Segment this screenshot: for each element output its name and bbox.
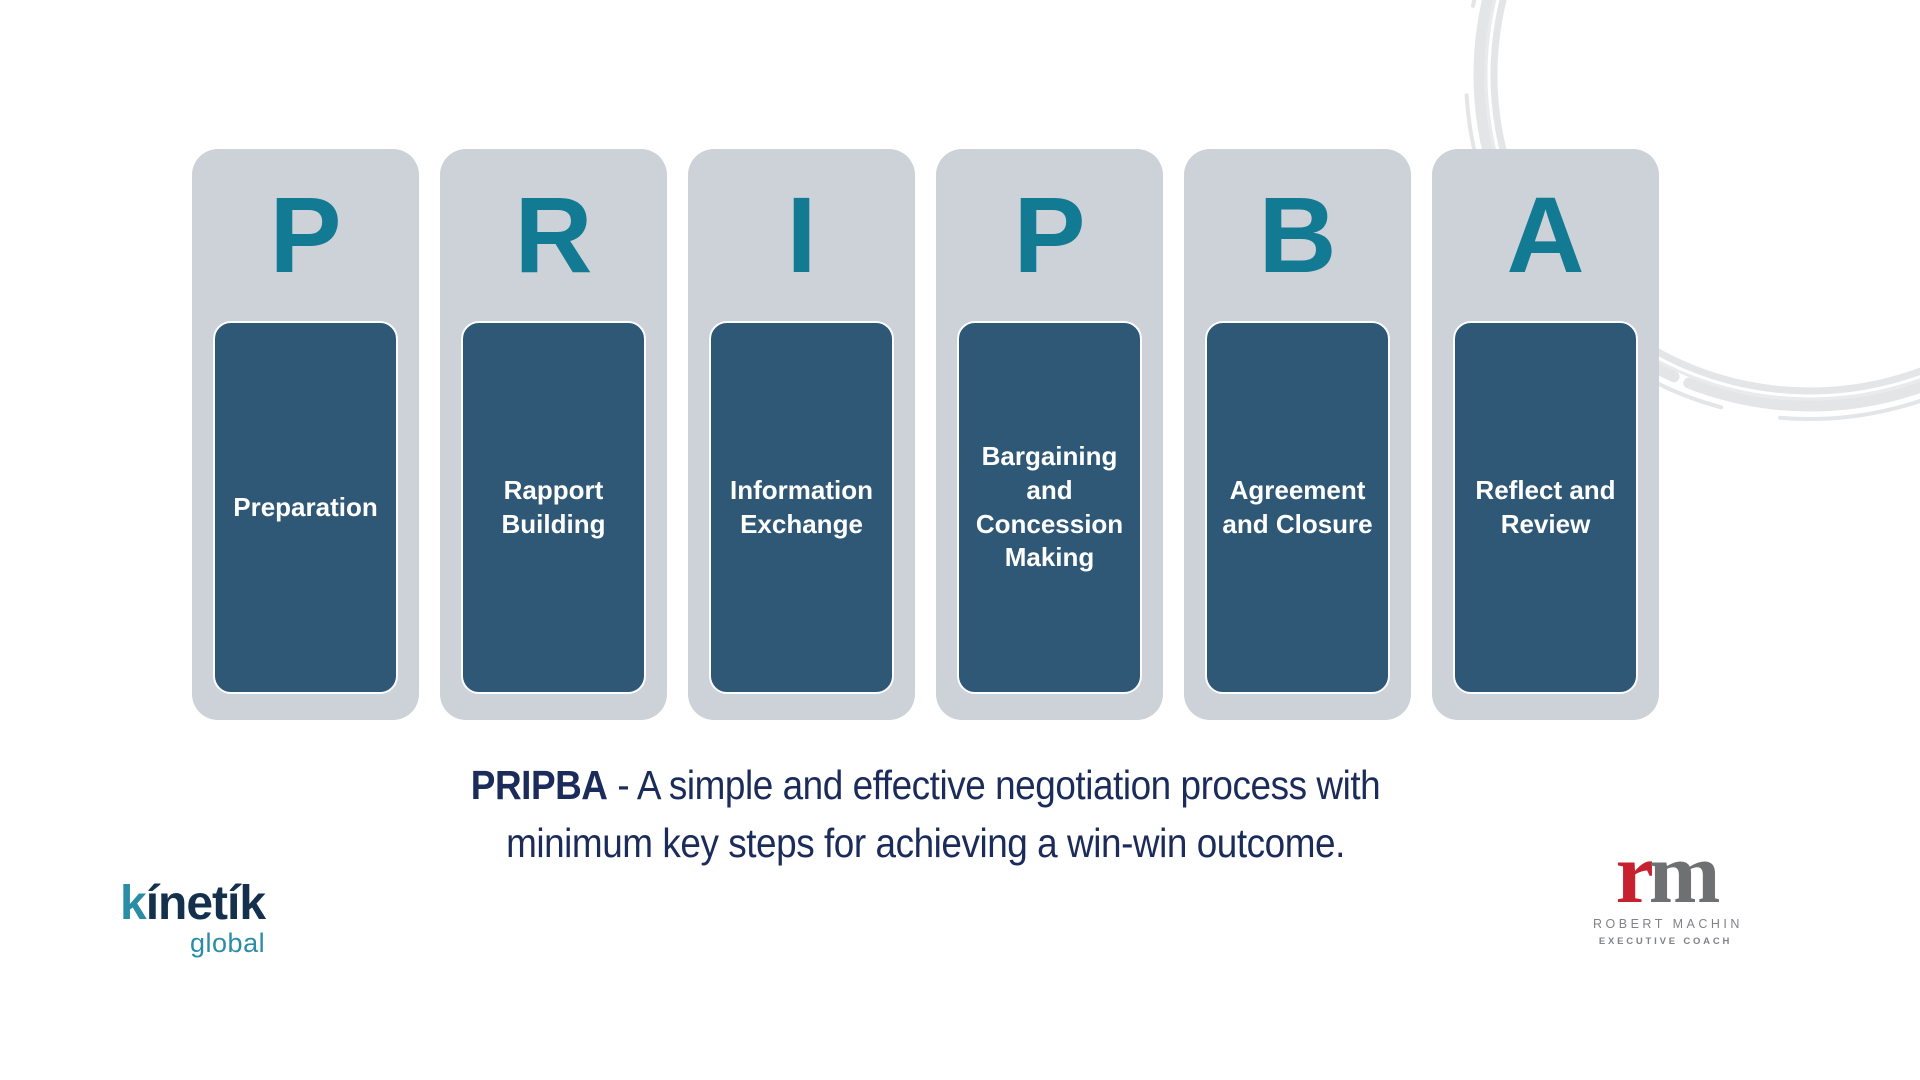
step-column-bargaining-concession: P Bargaining and Concession Making <box>936 149 1163 720</box>
caption-acronym: PRIPBA <box>470 762 608 808</box>
step-letter: I <box>786 174 817 295</box>
step-letter: P <box>269 174 342 295</box>
step-letter-area: R <box>440 149 667 321</box>
step-letter: R <box>514 174 593 295</box>
kinetik-first-letter: k <box>120 877 147 930</box>
step-card: Agreement and Closure <box>1205 321 1390 694</box>
step-card: Information Exchange <box>709 321 894 694</box>
step-column-agreement-closure: B Agreement and Closure <box>1184 149 1411 720</box>
caption-text: PRIPBA - A simple and effective negotiat… <box>265 756 1585 872</box>
rm-title: EXECUTIVE COACH <box>1598 935 1733 947</box>
step-column-information-exchange: I Information Exchange <box>688 149 915 720</box>
step-letter-area: P <box>192 149 419 321</box>
step-card: Preparation <box>213 321 398 694</box>
step-label: Agreement and Closure <box>1222 474 1373 539</box>
step-card: Bargaining and Concession Making <box>957 321 1142 694</box>
rm-monogram-r: r <box>1615 825 1654 921</box>
step-card: Rapport Building <box>461 321 646 694</box>
step-column-preparation: P Preparation <box>192 149 419 720</box>
kinetik-global-logo: kínetík global <box>120 877 266 958</box>
rm-monogram: rm <box>1593 830 1738 916</box>
step-letter: B <box>1258 174 1337 295</box>
step-label: Reflect and Review <box>1475 474 1616 539</box>
kinetik-rest: ínetík <box>145 877 266 930</box>
step-letter-area: A <box>1432 149 1659 321</box>
rm-monogram-m: m <box>1648 825 1721 921</box>
rm-name: ROBERT MACHIN <box>1593 916 1743 931</box>
step-card: Reflect and Review <box>1453 321 1638 694</box>
step-label: Preparation <box>233 491 378 522</box>
step-letter-area: B <box>1184 149 1411 321</box>
step-label: Bargaining and Concession Making <box>975 440 1124 573</box>
process-columns: P Preparation R Rapport Building I Infor… <box>192 149 1659 720</box>
step-label: Rapport Building <box>501 474 606 539</box>
caption-line2: minimum key steps for achieving a win-wi… <box>506 820 1345 866</box>
robert-machin-logo: rm ROBERT MACHIN EXECUTIVE COACH <box>1593 830 1743 947</box>
step-letter-area: P <box>936 149 1163 321</box>
step-column-reflect-review: A Reflect and Review <box>1432 149 1659 720</box>
kinetik-wordmark: kínetík <box>120 877 266 930</box>
step-column-rapport-building: R Rapport Building <box>440 149 667 720</box>
step-letter-area: I <box>688 149 915 321</box>
step-letter: P <box>1013 174 1086 295</box>
kinetik-subtitle: global <box>190 928 266 958</box>
caption-line1: - A simple and effective negotiation pro… <box>607 762 1381 808</box>
step-label: Information Exchange <box>730 474 873 539</box>
step-letter: A <box>1506 174 1585 295</box>
